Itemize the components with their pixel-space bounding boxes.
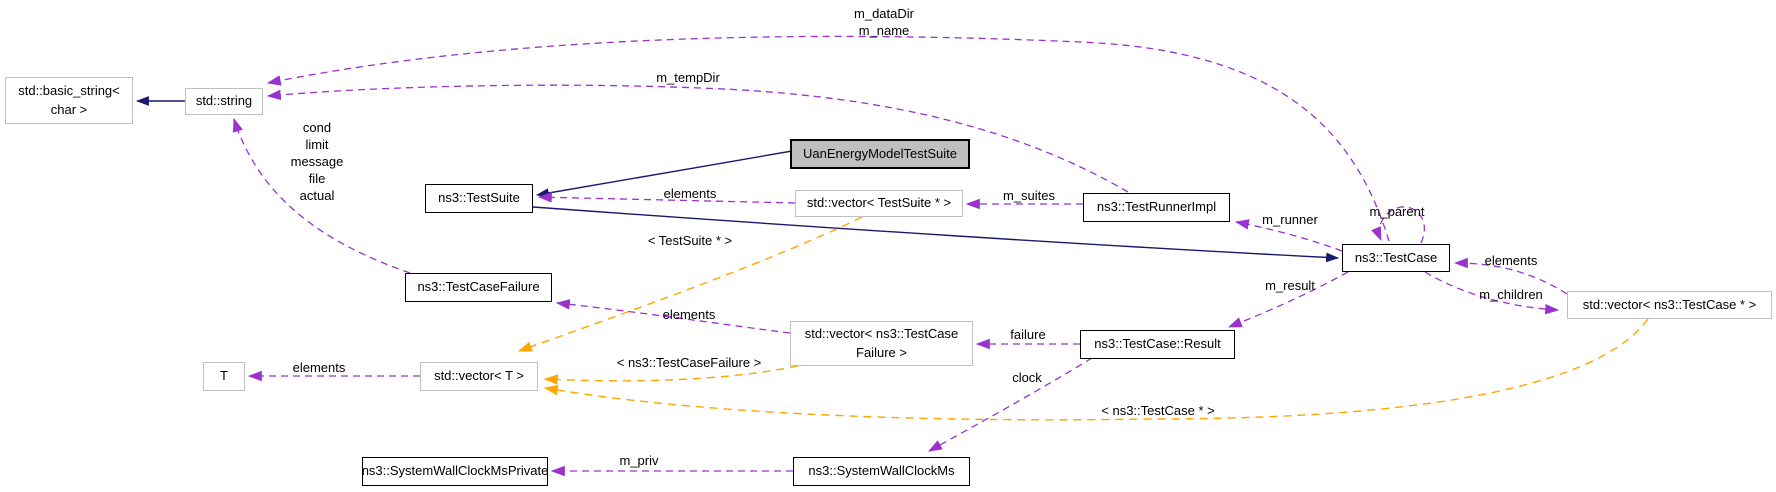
node-std-vector-t[interactable]: std::vector< T > xyxy=(420,362,538,391)
node-std-vector-testsuite-ptr[interactable]: std::vector< TestSuite * > xyxy=(795,190,963,217)
edge-m-runner xyxy=(1234,219,1343,252)
node-std-basic-string[interactable]: std::basic_string< char > xyxy=(5,77,133,124)
edge-clock xyxy=(927,357,1093,452)
edge-m-datadir-m-name xyxy=(266,35,1390,242)
edge-m-tempdir xyxy=(266,84,1129,193)
edge-m-result xyxy=(1227,271,1349,328)
node-template-param-t[interactable]: T xyxy=(203,362,245,391)
node-std-vector-testcase-ptr[interactable]: std::vector< ns3::TestCase * > xyxy=(1567,291,1772,319)
edge-m-children xyxy=(1424,271,1560,315)
node-ns3-testrunnerimpl[interactable]: ns3::TestRunnerImpl xyxy=(1083,193,1230,222)
edge-inherit-uan-testsuite xyxy=(535,150,793,198)
node-uan-energy-model-test-suite: UanEnergyModelTestSuite xyxy=(790,139,970,169)
node-ns3-systemwallclockmsprivate[interactable]: ns3::SystemWallClockMsPrivate xyxy=(362,457,548,486)
node-std-vector-testcasefailure[interactable]: std::vector< ns3::TestCase Failure > xyxy=(790,321,973,366)
template-edges xyxy=(517,216,1649,421)
node-ns3-testcasefailure[interactable]: ns3::TestCaseFailure xyxy=(405,273,552,302)
edge-elements-testcase xyxy=(1453,257,1568,295)
node-ns3-testcase[interactable]: ns3::TestCase xyxy=(1342,244,1450,272)
node-ns3-systemwallclockms[interactable]: ns3::SystemWallClockMs xyxy=(793,457,970,486)
inheritance-edges xyxy=(135,96,1340,263)
edge-m-parent xyxy=(1371,206,1425,244)
edge-inherit-testsuite-testcase xyxy=(532,206,1340,263)
edge-template-testsuite-ptr xyxy=(517,216,863,352)
edge-template-testcasefailure xyxy=(543,365,799,385)
node-ns3-testsuite[interactable]: ns3::TestSuite xyxy=(425,184,533,213)
edge-elements-testsuite xyxy=(537,192,796,204)
node-std-string[interactable]: std::string xyxy=(185,88,263,115)
edge-elements-testcasefailure xyxy=(555,299,791,334)
edge-template-testcase-ptr xyxy=(543,318,1649,421)
node-ns3-testcase-result[interactable]: ns3::TestCase::Result xyxy=(1080,330,1235,359)
edge-cond-limit-message-file-actual xyxy=(232,117,411,274)
usage-edges xyxy=(232,35,1568,477)
